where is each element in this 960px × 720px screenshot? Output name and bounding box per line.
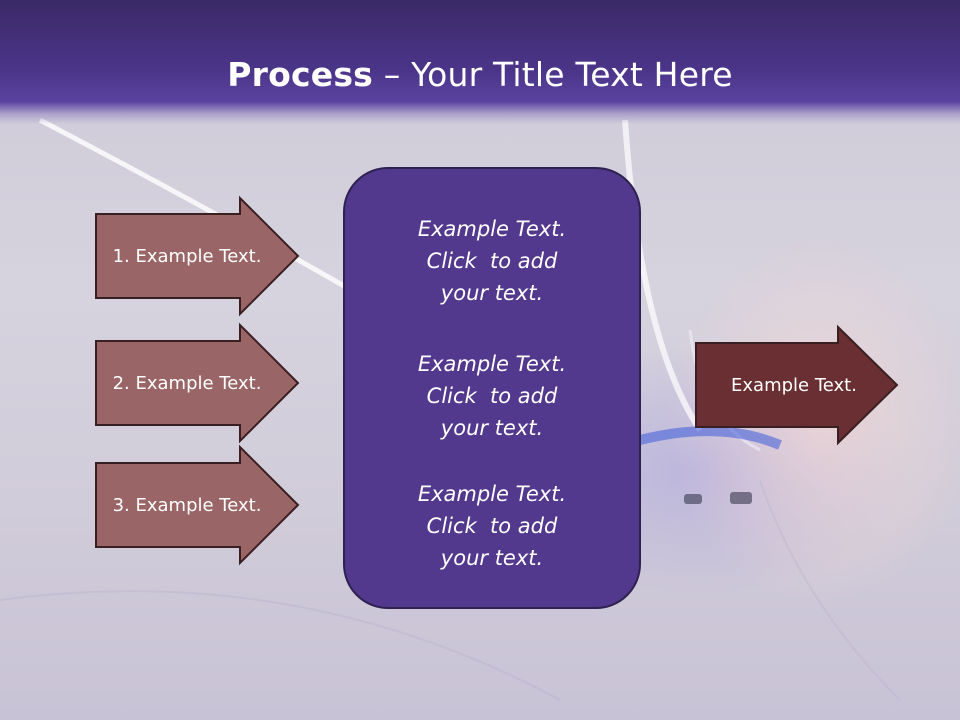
title-bar: [0, 0, 960, 124]
center-paragraph-line: Click to add: [426, 249, 558, 273]
input-label-3: 3. Example Text.: [112, 494, 262, 516]
input-arrow-1: [95, 195, 300, 317]
center-paragraph-line: Example Text.: [417, 217, 567, 241]
output-label: Example Text.: [731, 374, 857, 396]
slide-title: Process – Your Title Text Here: [0, 52, 960, 98]
center-paragraph-2: Example Text. Click to add your text.: [344, 348, 640, 444]
center-paragraph-line: Click to add: [426, 384, 558, 408]
center-paragraph-line: Example Text.: [417, 352, 567, 376]
center-paragraph-line: your text.: [440, 281, 544, 305]
center-paragraph-line: Example Text.: [417, 482, 567, 506]
center-paragraph-3: Example Text. Click to add your text.: [344, 478, 640, 574]
title-bold: Process: [227, 55, 374, 94]
center-paragraph-1: Example Text. Click to add your text.: [344, 213, 640, 309]
output-arrow: [695, 324, 899, 446]
input-label-2: 2. Example Text.: [112, 372, 262, 394]
center-paragraph-line: your text.: [440, 416, 544, 440]
center-paragraph-line: Click to add: [426, 514, 558, 538]
center-box: [343, 167, 641, 609]
title-rest: – Your Title Text Here: [373, 55, 733, 94]
center-paragraph-line: your text.: [440, 546, 544, 570]
input-arrow-3: [95, 444, 300, 566]
input-arrow-2: [95, 322, 300, 444]
input-label-1: 1. Example Text.: [112, 245, 262, 267]
